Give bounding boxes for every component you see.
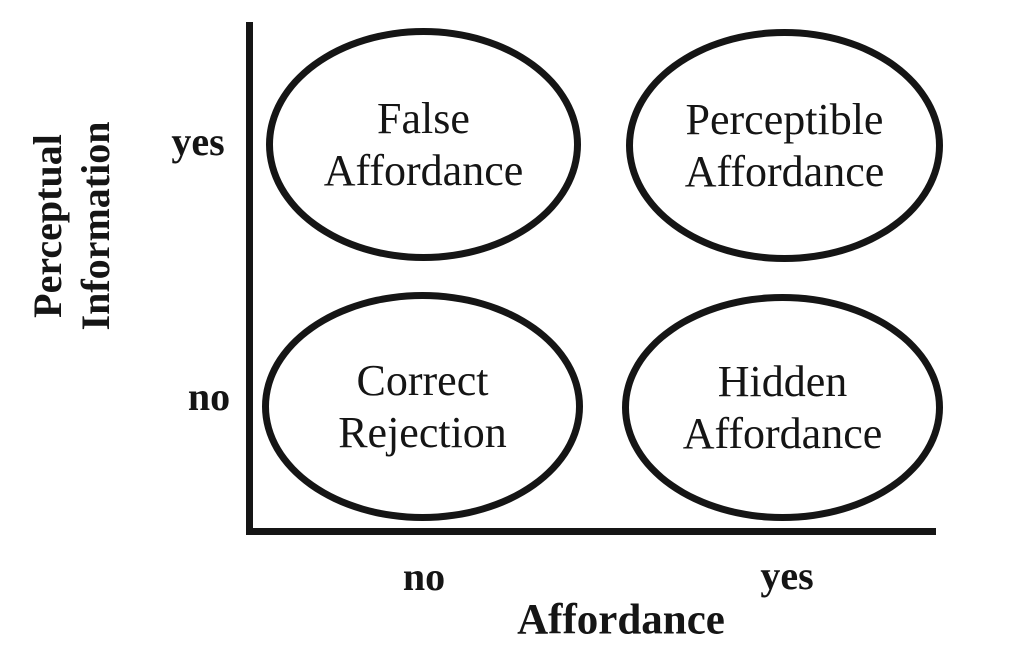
ellipse-hidden-affordance: Hidden Affordance	[622, 294, 943, 521]
hidden-affordance-line1: Hidden	[717, 357, 848, 407]
ellipse-perceptible-affordance: Perceptible Affordance	[626, 29, 943, 262]
false-affordance-line2: Affordance	[323, 145, 524, 195]
x-tick-yes: yes	[760, 553, 814, 598]
correct-rejection-label: Correct Rejection	[338, 355, 507, 458]
x-axis-line	[246, 528, 936, 535]
x-axis-title: Affordance	[517, 596, 725, 644]
ellipse-correct-rejection: Correct Rejection	[262, 292, 583, 521]
y-axis-title: Perceptual Information	[24, 122, 120, 331]
y-tick-no: no	[187, 374, 231, 419]
false-affordance-label: False Affordance	[324, 93, 524, 196]
y-tick-yes: yes	[171, 119, 225, 164]
y-axis-line	[246, 22, 253, 535]
perceptible-affordance-label: Perceptible Affordance	[685, 94, 885, 197]
ellipse-false-affordance: False Affordance	[266, 28, 581, 261]
perceptible-affordance-line1: Perceptible	[685, 95, 884, 145]
hidden-affordance-line2: Affordance	[682, 408, 883, 458]
y-axis-title-line2: Information	[73, 121, 118, 331]
correct-rejection-line1: Correct	[356, 356, 489, 406]
perceptible-affordance-line2: Affordance	[684, 146, 885, 196]
x-tick-no: no	[402, 554, 446, 599]
false-affordance-line1: False	[377, 94, 470, 144]
y-axis-title-line1: Perceptual	[25, 134, 70, 318]
hidden-affordance-label: Hidden Affordance	[683, 356, 883, 459]
correct-rejection-line2: Rejection	[338, 407, 507, 457]
